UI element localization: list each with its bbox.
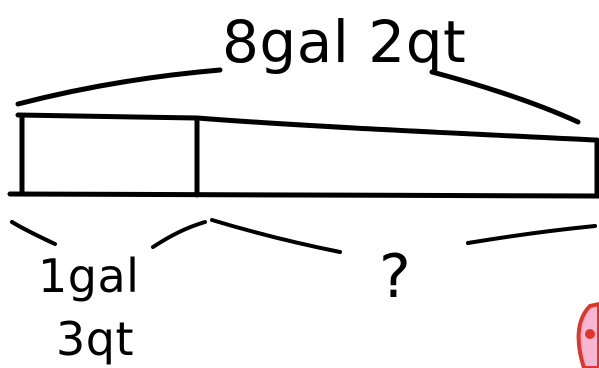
part-one-brace-left (10, 220, 57, 246)
corner-decoration-dot (585, 329, 595, 339)
part-one-brace-right (151, 220, 207, 249)
unknown-brace-right (466, 224, 597, 245)
bar-top-right (194, 115, 598, 143)
total-label: 8gal 2qt (222, 8, 466, 76)
part-one-label-line1: 1gal (38, 249, 139, 303)
unknown-label: ? (379, 242, 411, 312)
bar-bottom (7, 191, 599, 199)
bar-top-left (15, 112, 200, 121)
part-one-label-line2: 3qt (56, 312, 134, 366)
unknown-brace-left (210, 218, 342, 254)
total-brace (15, 67, 581, 125)
